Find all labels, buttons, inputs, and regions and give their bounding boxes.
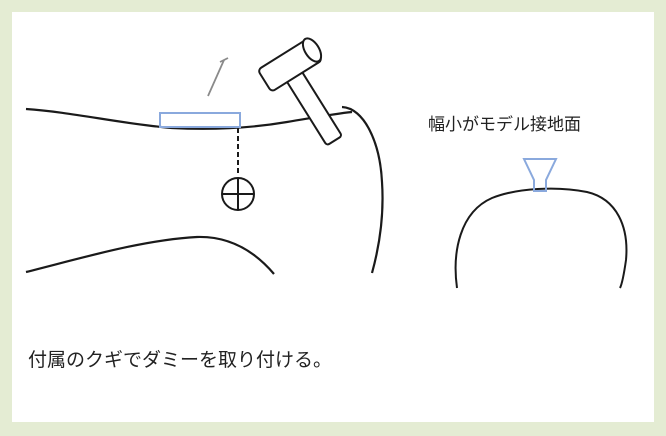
hammer-icon — [258, 37, 342, 146]
model-top-contour — [25, 107, 353, 130]
crosshair-icon — [221, 177, 255, 211]
dummy-plate — [159, 112, 241, 128]
cross-section-body — [454, 187, 628, 289]
cross-section-diagram — [454, 158, 628, 289]
model-bottom-contour — [25, 235, 275, 275]
nail-icon — [207, 57, 229, 97]
mounting-illustration — [25, 37, 628, 289]
cross-section-dummy — [522, 158, 558, 192]
instruction-caption: 付属のクギでダミーを取り付ける。 — [28, 349, 333, 371]
instruction-card: 幅小がモデル接地面 付属のクギでダミーを取り付ける。 — [12, 12, 654, 422]
ground-surface-label: 幅小がモデル接地面 — [428, 115, 581, 135]
model-side-contour — [341, 105, 384, 274]
